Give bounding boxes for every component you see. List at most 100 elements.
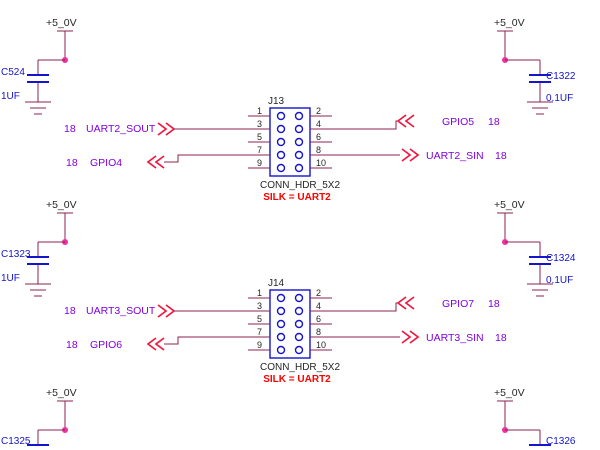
power-symbol-left: +5_0V bbox=[38, 387, 77, 433]
net-label: UART3_SOUT bbox=[86, 305, 156, 317]
uart3-header-section: +5_0V C1323 1UF +5_0V C1324 0.1UF bbox=[1, 199, 576, 385]
cap-plates bbox=[529, 443, 551, 447]
svg-text:6: 6 bbox=[316, 314, 321, 324]
net-right-bottom: UART3_SIN 18 bbox=[332, 330, 507, 344]
pin-circles bbox=[276, 293, 304, 355]
svg-text:10: 10 bbox=[316, 340, 326, 350]
svg-text:8: 8 bbox=[316, 327, 321, 337]
svg-text:10: 10 bbox=[316, 158, 326, 168]
cap-value: 0.1UF bbox=[546, 93, 573, 104]
connector-header: J13 1 3 5 7 9 2 4 6 8 10 bbox=[248, 96, 340, 203]
net-label: GPIO7 bbox=[442, 298, 474, 310]
connector-type: CONN_HDR_5X2 bbox=[260, 180, 340, 191]
capacitor-left: C1325 bbox=[1, 430, 49, 447]
net-right-top: GPIO5 18 bbox=[332, 114, 500, 130]
cap-refdes: C524 bbox=[1, 67, 25, 78]
power-net-label: +5_0V bbox=[494, 199, 525, 211]
offpage-arrow-icon bbox=[396, 296, 415, 310]
sheet-ref: 18 bbox=[66, 157, 78, 169]
capacitor-right: C1324 0.1UF bbox=[529, 242, 576, 286]
cap-plates bbox=[529, 73, 551, 84]
svg-text:1: 1 bbox=[257, 106, 262, 116]
offpage-arrow-icon bbox=[396, 114, 415, 128]
wire bbox=[164, 336, 270, 345]
svg-text:9: 9 bbox=[257, 158, 262, 168]
sheet-ref: 18 bbox=[64, 123, 76, 135]
partial-bottom-section: +5_0V C1325 +5_0V C1326 bbox=[1, 387, 576, 447]
cap-plates bbox=[27, 443, 49, 447]
net-label: GPIO4 bbox=[90, 157, 122, 169]
svg-text:7: 7 bbox=[257, 145, 262, 155]
uart2-header-section: +5_0V C524 1UF +5_0V C1322 0.1UF bbox=[1, 17, 576, 203]
connector-refdes: J13 bbox=[268, 96, 285, 107]
silk-note: SILK = UART2 bbox=[263, 374, 331, 385]
sheet-ref: 18 bbox=[64, 305, 76, 317]
net-left-bottom: 18 GPIO6 bbox=[66, 336, 270, 351]
connector-type: CONN_HDR_5X2 bbox=[260, 362, 340, 373]
sheet-ref: 18 bbox=[488, 298, 500, 310]
svg-text:3: 3 bbox=[257, 119, 262, 129]
cap-refdes: C1322 bbox=[546, 71, 576, 82]
ground-bars bbox=[25, 101, 51, 115]
connector-body bbox=[269, 107, 311, 177]
power-net-label: +5_0V bbox=[46, 387, 77, 399]
pin-numbers: 1 3 5 7 9 2 4 6 8 10 bbox=[257, 288, 326, 350]
svg-text:1: 1 bbox=[257, 288, 262, 298]
offpage-arrow-icon bbox=[157, 304, 176, 318]
svg-text:8: 8 bbox=[316, 145, 321, 155]
connector-refdes: J14 bbox=[268, 278, 285, 289]
power-symbol-right: +5_0V bbox=[494, 17, 540, 63]
net-right-top: GPIO7 18 bbox=[332, 296, 500, 312]
power-symbol-right: +5_0V bbox=[494, 199, 540, 245]
connector-body bbox=[269, 289, 311, 359]
offpage-arrow-icon bbox=[401, 330, 420, 344]
ground-symbol-right bbox=[527, 283, 553, 297]
svg-text:3: 3 bbox=[257, 301, 262, 311]
net-label: UART3_SIN bbox=[426, 332, 484, 344]
power-bar bbox=[57, 400, 73, 430]
net-left-top: 18 UART2_SOUT bbox=[64, 122, 270, 136]
ground-symbol-left bbox=[25, 101, 51, 115]
capacitor-left: C524 1UF bbox=[1, 60, 49, 102]
svg-text:4: 4 bbox=[316, 119, 321, 129]
power-net-label: +5_0V bbox=[494, 17, 525, 29]
net-label: UART2_SIN bbox=[426, 150, 484, 162]
cap-plates bbox=[27, 73, 49, 84]
power-symbol-left: +5_0V bbox=[38, 199, 77, 245]
wire bbox=[164, 154, 270, 163]
net-label: GPIO5 bbox=[442, 116, 474, 128]
power-net-label: +5_0V bbox=[46, 17, 77, 29]
ground-symbol-left bbox=[25, 283, 51, 297]
svg-text:5: 5 bbox=[257, 132, 262, 142]
silk-note: SILK = UART2 bbox=[263, 192, 331, 203]
pin-stubs-right bbox=[310, 115, 332, 169]
cap-refdes: C1323 bbox=[1, 249, 31, 260]
ground-symbol-right bbox=[527, 101, 553, 115]
offpage-arrow-icon bbox=[146, 155, 165, 169]
svg-text:6: 6 bbox=[316, 132, 321, 142]
offpage-arrow-icon bbox=[401, 148, 420, 162]
svg-text:2: 2 bbox=[316, 106, 321, 116]
power-bar bbox=[497, 30, 513, 60]
cap-plates bbox=[27, 255, 49, 266]
power-net-label: +5_0V bbox=[494, 387, 525, 399]
wire bbox=[332, 120, 398, 130]
connector-header: J14 1 3 5 7 9 2 4 6 8 10 bbox=[248, 278, 340, 385]
sheet-ref: 18 bbox=[488, 116, 500, 128]
cap-value: 1UF bbox=[1, 91, 20, 102]
cap-refdes: C1324 bbox=[546, 253, 576, 264]
power-symbol-right: +5_0V bbox=[494, 387, 540, 433]
cap-refdes: C1325 bbox=[1, 436, 31, 447]
net-label: UART2_SOUT bbox=[86, 123, 156, 135]
cap-value: 1UF bbox=[1, 273, 20, 284]
net-label: GPIO6 bbox=[90, 339, 122, 351]
cap-refdes: C1326 bbox=[546, 436, 576, 447]
power-net-label: +5_0V bbox=[46, 199, 77, 211]
power-bar bbox=[57, 30, 73, 60]
offpage-arrow-icon bbox=[146, 337, 165, 351]
power-symbol-left: +5_0V bbox=[38, 17, 77, 63]
pin-circles bbox=[276, 111, 304, 173]
ground-bars bbox=[527, 101, 553, 115]
cap-value: 0.1UF bbox=[546, 275, 573, 286]
